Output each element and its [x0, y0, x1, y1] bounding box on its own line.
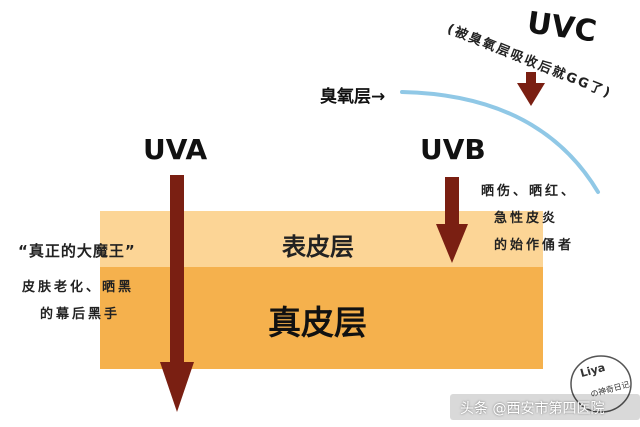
epidermis-label: 表皮层	[282, 233, 354, 261]
credit-text: 头条 @西安市第四医院	[460, 401, 605, 417]
uva-desc-line1: 皮肤老化、晒黑	[22, 280, 135, 295]
uvc-arrow	[517, 72, 545, 106]
ozone-arc	[400, 90, 600, 194]
uvb-label: UVB	[420, 133, 486, 166]
uvb-desc-line1: 晒伤、晒红、	[481, 184, 578, 199]
uva-label: UVA	[143, 133, 208, 166]
uvb-desc-line3: 的始作俑者	[494, 238, 575, 253]
dermis-label: 真皮层	[268, 303, 367, 342]
uvb-arrow	[436, 177, 468, 263]
uva-arrow	[160, 175, 194, 412]
watermark-circle	[570, 355, 632, 413]
ozone-label: 臭氧层→	[320, 87, 386, 107]
uva-desc-line2: 的幕后黑手	[40, 307, 121, 322]
uva-title: “真正的大魔王”	[18, 242, 136, 260]
uvb-desc-line2: 急性皮炎	[494, 211, 559, 226]
credit-bar	[450, 394, 640, 420]
